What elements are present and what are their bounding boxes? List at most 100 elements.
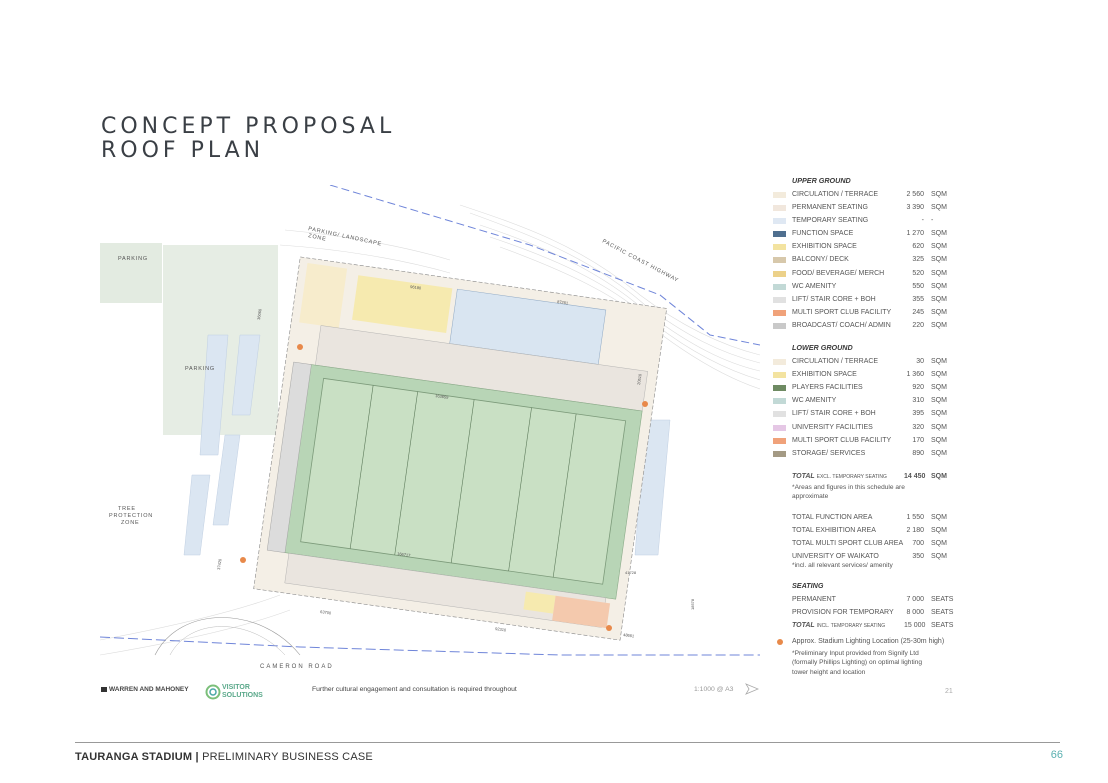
page-title: CONCEPT PROPOSAL ROOF PLAN xyxy=(101,115,395,163)
label-tree-3: ZONE xyxy=(121,520,139,526)
color-swatch xyxy=(773,244,786,251)
dim-label: 36060 xyxy=(256,308,263,320)
color-swatch xyxy=(773,231,786,238)
highway-centerline xyxy=(329,185,760,346)
dim-label: 37420 xyxy=(216,558,223,570)
scale-note: 1:1000 @ A3 xyxy=(694,686,734,693)
row-value: 220 xyxy=(912,321,924,329)
color-swatch xyxy=(773,296,786,303)
row-unit: - xyxy=(931,217,934,225)
footer-title: TAURANGA STADIUM | PRELIMINARY BUSINESS … xyxy=(75,751,373,763)
color-swatch xyxy=(773,372,786,379)
dim-label: 63700 xyxy=(320,609,332,616)
color-swatch xyxy=(773,411,786,418)
lighting-dot-icon xyxy=(777,638,783,645)
color-swatch xyxy=(773,424,786,431)
row-unit: SQM xyxy=(931,371,947,379)
row-unit: SQM xyxy=(931,526,947,534)
footer-project: TAURANGA STADIUM xyxy=(75,751,193,763)
row-label: PERMANENT xyxy=(792,595,836,603)
label-tree-1: TREE xyxy=(118,506,136,512)
row-label: WC AMENITY xyxy=(792,397,837,405)
row-value: 170 xyxy=(912,436,924,444)
row-label: PROVISION FOR TEMPORARY xyxy=(792,608,894,616)
dim-label: 48651 xyxy=(623,632,635,639)
row-label: STORAGE/ SERVICES xyxy=(792,449,866,457)
row-value: 2 560 xyxy=(906,191,924,198)
label-zone: ZONE xyxy=(308,233,327,243)
cultural-note: Further cultural engagement and consulta… xyxy=(312,686,517,693)
row-unit: SQM xyxy=(931,410,947,418)
color-swatch xyxy=(773,257,786,264)
dim-label: 18578 xyxy=(690,598,695,610)
warren-mahoney-logo: WARREN AND MAHONEY xyxy=(101,686,189,693)
roof-plan-drawing: PARKING/ LANDSCAPE ZONE PACIFIC COAST HI… xyxy=(100,185,760,695)
warren-mahoney-text: WARREN AND MAHONEY xyxy=(109,686,189,693)
row-unit: SQM xyxy=(931,282,947,290)
page-number: 66 xyxy=(1050,749,1063,761)
row-value: 325 xyxy=(912,256,924,264)
parking-area-north xyxy=(100,243,162,303)
row-value: 8 000 xyxy=(906,608,924,616)
total-label: TOTAL xyxy=(792,472,815,480)
row-value: 620 xyxy=(912,243,924,251)
footer-doc: PRELIMINARY BUSINESS CASE xyxy=(202,751,373,763)
total-note-2: approximate xyxy=(792,493,829,501)
lighting-legend-row: Approx. Stadium Lighting Location (25-30… xyxy=(773,636,973,649)
color-swatch xyxy=(773,359,786,366)
label-cameron-road: CAMERON ROAD xyxy=(260,664,334,670)
color-swatch xyxy=(773,437,786,444)
title-line-2: ROOF PLAN xyxy=(101,138,265,163)
row-value: - xyxy=(921,217,924,225)
row-unit: SQM xyxy=(931,243,947,251)
title-line-1: CONCEPT PROPOSAL xyxy=(101,114,396,139)
dim-label: 96180 xyxy=(410,284,422,291)
row-label: MULTI SPORT CLUB FACILITY xyxy=(792,308,892,316)
dim-label: 166717 xyxy=(397,551,412,558)
row-label: EXHIBITION SPACE xyxy=(792,371,857,379)
cameron-road-curve xyxy=(154,617,301,656)
visitor-solutions-logo: VISITOR SOLUTIONS xyxy=(205,683,263,703)
schedule-row: TEMPORARY SEATING-- xyxy=(773,215,973,228)
total-value: 14 450 xyxy=(904,472,926,480)
row-unit: SQM xyxy=(931,295,947,303)
visitor-solutions-icon xyxy=(205,684,221,700)
footer-rule xyxy=(75,742,1060,743)
row-value: 920 xyxy=(912,384,924,392)
color-swatch xyxy=(773,322,786,329)
lower-ground-heading: LOWER GROUND xyxy=(792,343,853,353)
row-unit: SQM xyxy=(931,513,947,521)
label-parking-1: PARKING xyxy=(118,256,148,262)
row-label: WC AMENITY xyxy=(792,282,837,290)
color-swatch xyxy=(773,270,786,277)
dim-label: 20510 xyxy=(636,373,643,385)
dim-label: 92310 xyxy=(495,626,507,633)
row-value: 350 xyxy=(912,553,924,561)
seating-total-value: 15 000 xyxy=(904,621,926,629)
row-value: 245 xyxy=(912,308,924,316)
seating-total-label: TOTAL xyxy=(792,621,815,629)
row-label: LIFT/ STAIR CORE + BOH xyxy=(792,295,876,303)
row-value: 890 xyxy=(912,449,924,457)
row-unit: SEATS xyxy=(931,595,954,603)
total-note-1: *Areas and figures in this schedule are xyxy=(792,483,905,491)
seating-total-row: TOTAL INCL. TEMPORARY SEATING 15 000 SEA… xyxy=(773,620,973,632)
stadium-footprint xyxy=(253,256,668,641)
row-label: EXHIBITION SPACE xyxy=(792,243,857,251)
row-unit: SQM xyxy=(931,358,947,366)
row-unit: SQM xyxy=(931,269,947,277)
row-value: 395 xyxy=(912,410,924,418)
wm-mark-icon xyxy=(101,686,107,692)
row-label: CIRCULATION / TERRACE xyxy=(792,358,879,366)
